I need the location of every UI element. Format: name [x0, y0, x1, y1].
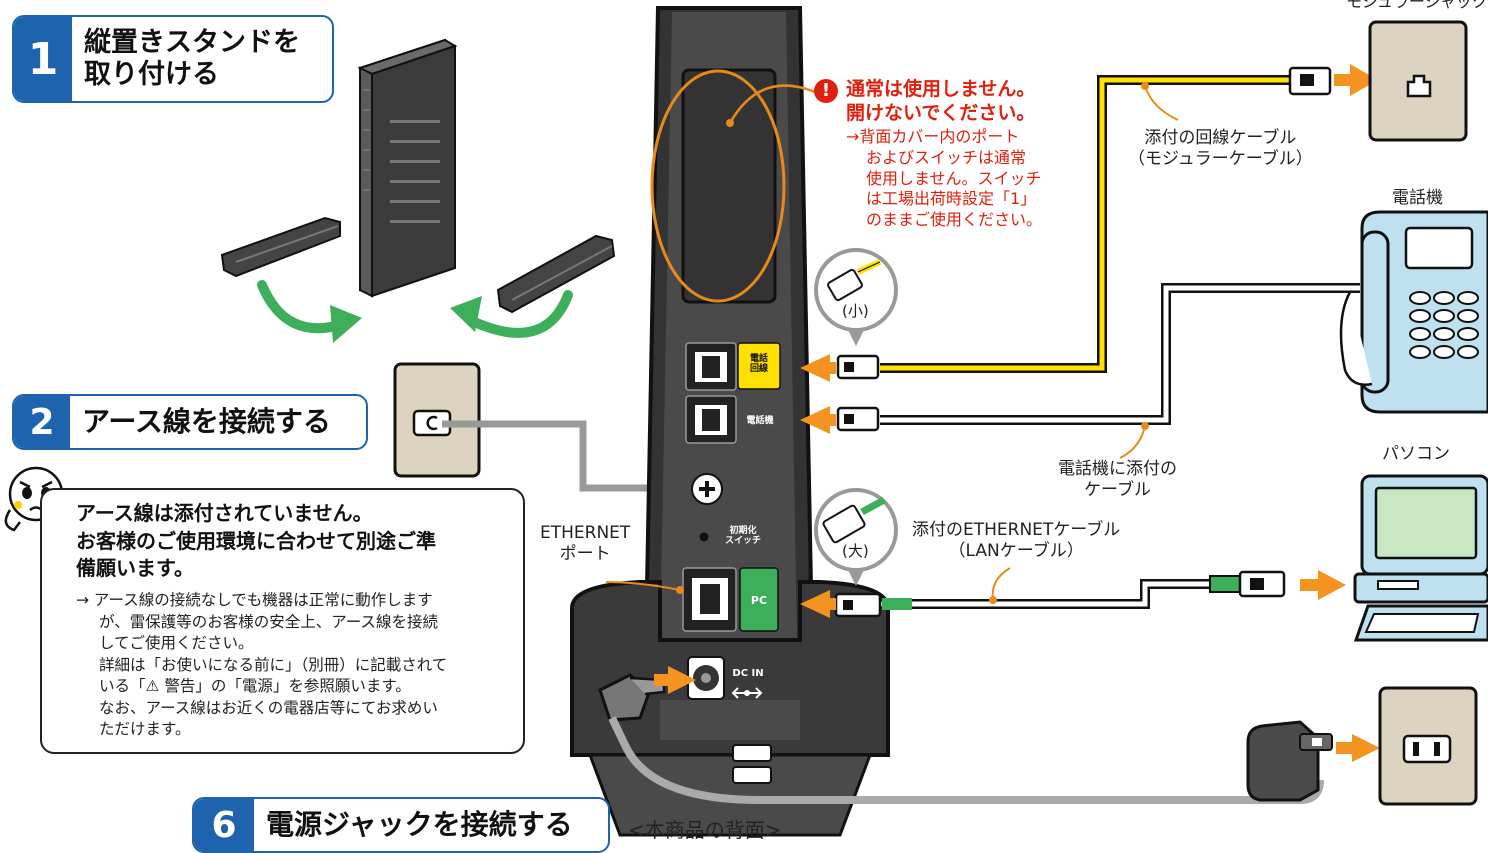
pc-port-label: PC: [750, 594, 768, 607]
ethernet-cable-label-1: 添付のETHERNETケーブル: [912, 520, 1121, 540]
green-arrow-right: [465, 290, 573, 338]
ac-adapter: [1246, 720, 1333, 802]
ethernet-cable-label: 添付のETHERNETケーブル （LANケーブル）: [912, 520, 1120, 563]
small-plug-label: (小): [842, 302, 869, 320]
warning-detail: →背面カバー内のポート およびスイッチは通常 使用しません。スイッチ は工場出荷…: [846, 127, 1042, 231]
lan-plug-pc: [1238, 570, 1286, 598]
pc-label: パソコン: [1382, 444, 1450, 464]
line-cable-label: 添付の回線ケーブル （モジュラーケーブル）: [1128, 128, 1313, 171]
phone-attached-cable-label: 電話機に添付の ケーブル: [1058, 459, 1177, 502]
step-6-title: 電源ジャックを接続する: [266, 808, 573, 842]
phone-cable: [880, 283, 1360, 425]
line-port-label-1: 電話: [749, 354, 768, 364]
step-1-title-line1: 縦置きスタンドを: [84, 26, 300, 58]
green-arrowhead-right: [450, 296, 482, 332]
line-port-label: 電話 回線: [742, 354, 776, 375]
dc-in-label: DC IN: [732, 668, 764, 679]
init-switch-label-1: 初期化: [729, 526, 757, 536]
warning-detail2: およびスイッチは通常: [866, 147, 1027, 167]
earth-wall-plate: [393, 362, 481, 478]
earth-note-body2: が、雷保護等のお客様の安全上、アース線を接続: [99, 612, 438, 631]
phone-attached-cable-label-2: ケーブル: [1084, 480, 1151, 501]
step-2-header: 2 アース線を接続する: [12, 394, 368, 450]
ethernet-cable-label-2: （LANケーブル）: [948, 541, 1084, 562]
step-2-title: アース線を接続する: [82, 405, 331, 439]
pc-illustration: [1353, 474, 1488, 642]
modular-plug: [1288, 66, 1332, 96]
ethernet-cable: [880, 575, 1241, 610]
warning-icon-glyph: !: [821, 80, 831, 101]
phone-port-label: 電話機: [746, 416, 774, 426]
router-standing-illustration: [357, 38, 458, 298]
earth-note-head3: 備願います。: [76, 556, 194, 581]
warning-line1: 通常は使用しません。: [846, 78, 1036, 100]
modular-jack-label: モジュラージャック: [1346, 0, 1488, 11]
step-2-number: 2: [14, 396, 70, 448]
telephone-illustration: [1339, 210, 1488, 414]
cover-callout-ellipse: [650, 69, 786, 303]
init-switch-label-2: スイッチ: [724, 536, 761, 547]
ethernet-port-label-1: ETHERNET: [540, 523, 631, 543]
step-6-number: 6: [194, 799, 254, 851]
green-arrow-left: [257, 280, 345, 334]
telephone-label: 電話機: [1392, 188, 1443, 208]
step-1-title: 縦置きスタンドを 取り付ける: [72, 17, 312, 101]
stand-piece-left: [220, 216, 341, 278]
earth-note-body6: なお、アース線はお近くの電器店等にてお求めい: [99, 698, 438, 717]
stand-piece-right: [496, 234, 616, 314]
earth-note-body4: 詳細は「お使いになる前に」（別冊）に記載されて: [99, 655, 448, 674]
line-port-label-2: 回線: [749, 364, 768, 375]
step-1-title-line2: 取り付ける: [84, 59, 219, 90]
orange-arrows: [654, 64, 1380, 762]
warning-detail4: は工場出荷時設定「1」: [866, 189, 1037, 209]
warning-line2: 開けないでください。: [846, 101, 1036, 124]
green-arrowhead-left: [330, 305, 362, 343]
earth-note-body3: してご使用ください。: [99, 634, 254, 653]
earth-note-body1: → アース線の接続なしでも機器は正常に動作します: [76, 591, 433, 609]
ethernet-port-label-2: ポート: [559, 544, 611, 565]
warning-detail3: 使用しません。スイッチ: [866, 168, 1042, 188]
line-cable-label-2: （モジュラーケーブル）: [1128, 149, 1313, 170]
phone-attached-cable-label-1: 電話機に添付の: [1058, 459, 1177, 479]
modular-wall-jack: [1368, 20, 1468, 142]
device-ports: [682, 342, 781, 700]
connectors-at-device: [834, 354, 882, 618]
power-outlet: [1378, 686, 1478, 806]
warning-heading: 通常は使用しません。 開けないでください。: [846, 78, 1035, 126]
large-plug-label: (大): [842, 542, 869, 560]
step-1-number: 1: [14, 17, 72, 101]
earth-note-box: アース線は添付されていません。 お客様のご使用環境に合わせて別途ご準 備願います…: [40, 488, 525, 754]
earth-note-head1: アース線は添付されていません。: [76, 501, 373, 525]
ethernet-port-label: ETHERNET ポート: [540, 523, 630, 566]
init-switch-label: 初期化 スイッチ: [720, 526, 766, 547]
small-plug-bubble: [814, 248, 898, 346]
earth-note-head2: お客様のご使用環境に合わせて別途ご準: [76, 528, 436, 553]
warning-icon: !: [814, 79, 838, 103]
earth-note-body5: いる「⚠ 警告」の「電源」を参照願います。: [99, 677, 411, 696]
earth-note-body7: ただけます。: [99, 720, 191, 739]
device-rear-body: [570, 6, 890, 837]
back-view-caption: <本商品の背面>: [628, 818, 782, 842]
warning-detail5: のままご使用ください。: [866, 210, 1043, 230]
step-6-header: 6 電源ジャックを接続する: [192, 797, 610, 853]
line-cable: [880, 75, 1290, 373]
earth-cable: [442, 420, 690, 492]
line-cable-label-1: 添付の回線ケーブル: [1144, 128, 1297, 148]
large-plug-bubble: [814, 488, 898, 586]
step-1-header: 1 縦置きスタンドを 取り付ける: [12, 15, 334, 103]
warning-detail1: →背面カバー内のポート: [846, 127, 1020, 146]
